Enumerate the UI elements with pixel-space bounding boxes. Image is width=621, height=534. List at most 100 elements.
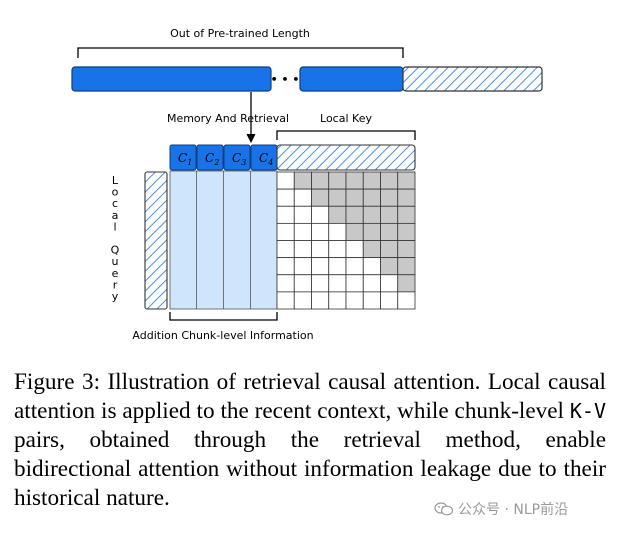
chunk-3-box	[223, 144, 251, 171]
attended-cell	[362, 257, 381, 276]
attended-cell	[293, 188, 312, 207]
attended-cell	[276, 188, 295, 207]
attended-cell	[328, 274, 347, 293]
attended-cell	[276, 257, 295, 276]
sequence-block-left	[71, 66, 272, 92]
chunk-2-box	[196, 144, 224, 171]
attended-cell	[397, 291, 416, 310]
attended-cell	[311, 240, 330, 259]
masked-attention-cell	[380, 205, 399, 224]
masked-attention-cell	[397, 222, 416, 241]
masked-attention-cell	[397, 205, 416, 224]
addition-chunk-label: Addition Chunk-level Information	[132, 329, 313, 342]
masked-attention-cell	[345, 188, 364, 207]
attended-cell	[276, 291, 295, 310]
masked-attention-cell	[362, 171, 381, 190]
sequence-ellipsis: • • •	[271, 73, 300, 86]
local-key-hatched-bar	[276, 144, 416, 171]
attended-cell	[380, 291, 399, 310]
chunk-2-label: C2	[205, 151, 219, 167]
masked-attention-cell	[362, 240, 381, 259]
chunk-attention-columns	[169, 170, 278, 310]
attended-cell	[276, 205, 295, 224]
masked-attention-cell	[362, 188, 381, 207]
masked-attention-cell	[345, 171, 364, 190]
memory-retrieval-label: Memory And Retrieval	[167, 112, 289, 125]
caption-kv-code: K-V	[569, 399, 606, 423]
watermark-text: 公众号 · NLP前沿	[458, 502, 569, 518]
local-query-letter: u	[112, 255, 119, 268]
attended-cell	[328, 222, 347, 241]
local-query-letter: L	[112, 174, 119, 187]
masked-attention-cell	[380, 188, 399, 207]
attended-cell	[345, 274, 364, 293]
attended-cell	[293, 205, 312, 224]
chunk-3-label: C3	[232, 151, 246, 167]
local-key-label: Local Key	[320, 112, 372, 125]
masked-attention-cell	[397, 274, 416, 293]
masked-attention-cell	[362, 205, 381, 224]
masked-attention-cell	[311, 171, 330, 190]
attended-cell	[276, 240, 295, 259]
masked-attention-cell	[380, 171, 399, 190]
chunk-4-label: C4	[259, 151, 273, 167]
sequence-block-recent-hatched	[402, 66, 543, 92]
retrieval-attention-diagram: Out of Pre-trained Length • • • Memory A…	[71, 27, 543, 342]
bottom-brace	[169, 312, 278, 321]
masked-attention-cell	[397, 188, 416, 207]
attended-cell	[276, 222, 295, 241]
attended-cell	[293, 291, 312, 310]
masked-attention-cell	[345, 205, 364, 224]
attended-cell	[293, 257, 312, 276]
local-query-hatched-bar	[144, 171, 168, 310]
masked-attention-cell	[380, 257, 399, 276]
chunk-row: C1 C2 C3 C4	[169, 144, 278, 171]
local-query-letter: e	[112, 267, 119, 280]
masked-attention-cell	[397, 257, 416, 276]
attended-cell	[345, 291, 364, 310]
top-length-label: Out of Pre-trained Length	[170, 27, 310, 40]
retrieval-arrowhead	[246, 133, 256, 144]
attended-cell	[362, 291, 381, 310]
attended-cell	[345, 257, 364, 276]
attended-cell	[293, 222, 312, 241]
top-brace	[77, 47, 404, 58]
attended-cell	[362, 274, 381, 293]
local-query-letter: Q	[111, 244, 120, 257]
masked-attention-cell	[311, 188, 330, 207]
local-query-letter: a	[112, 209, 119, 222]
local-query-letter: l	[113, 220, 116, 233]
masked-attention-cell	[328, 188, 347, 207]
wechat-icon	[434, 502, 454, 516]
attended-cell	[345, 240, 364, 259]
attended-cell	[276, 171, 295, 190]
local-key-brace	[276, 130, 416, 140]
masked-attention-cell	[293, 171, 312, 190]
figure-caption: Figure 3: Illustration of retrieval caus…	[14, 368, 606, 513]
masked-attention-cell	[328, 205, 347, 224]
attended-cell	[328, 257, 347, 276]
attended-cell	[328, 240, 347, 259]
masked-attention-cell	[380, 222, 399, 241]
masked-attention-cell	[397, 240, 416, 259]
caption-text-part1: Figure 3: Illustration of retrieval caus…	[14, 369, 606, 424]
caption-text-part2: pairs, obtained through the retrieval me…	[14, 427, 606, 511]
attended-cell	[311, 222, 330, 241]
chunk-1-label: C1	[178, 151, 192, 167]
sequence-block-middle	[299, 66, 404, 92]
local-causal-attention-grid	[276, 171, 416, 310]
local-query-letter: r	[113, 278, 118, 291]
attended-cell	[311, 291, 330, 310]
local-query-letter: o	[112, 186, 119, 199]
masked-attention-cell	[328, 171, 347, 190]
local-query-letter: y	[112, 290, 119, 303]
attended-cell	[328, 291, 347, 310]
masked-attention-cell	[380, 240, 399, 259]
chunk-1-box	[169, 144, 197, 171]
watermark: 公众号 · NLP前沿	[434, 499, 568, 519]
attended-cell	[380, 274, 399, 293]
local-query-letter: c	[112, 197, 118, 210]
attended-cell	[293, 274, 312, 293]
attended-cell	[311, 205, 330, 224]
